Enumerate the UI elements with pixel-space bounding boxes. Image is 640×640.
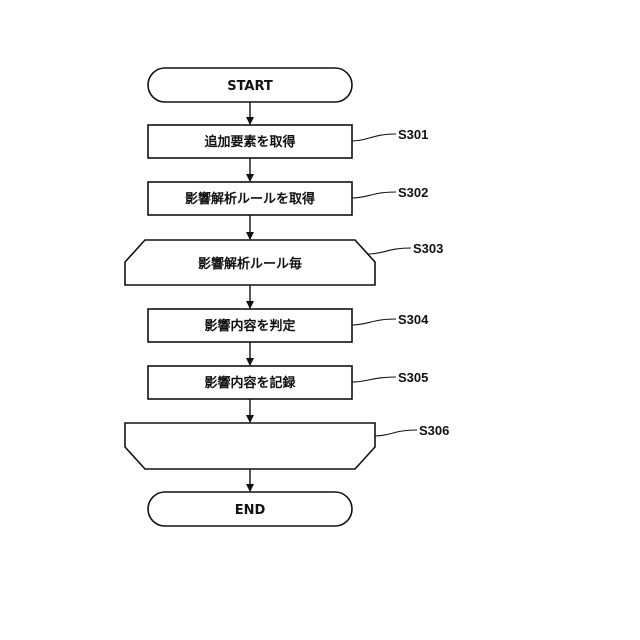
- loop-end-s306: [125, 423, 375, 469]
- step-id-s301: S301: [398, 127, 428, 142]
- step-s302-label: 影響解析ルールを取得: [185, 191, 315, 207]
- step-id-s303: S303: [413, 241, 443, 256]
- leader-s301: [352, 134, 396, 141]
- end-terminal: END: [148, 492, 352, 526]
- loop-start-s303: 影響解析ルール毎: [125, 240, 375, 285]
- step-id-s304: S304: [398, 312, 429, 327]
- step-s303-label: 影響解析ルール毎: [198, 256, 302, 272]
- step-s305-label: 影響内容を記録: [204, 375, 296, 391]
- step-s301-box: 追加要素を取得: [148, 125, 352, 158]
- leader-s304: [352, 319, 396, 325]
- leader-s303: [368, 248, 411, 254]
- leader-s305: [352, 377, 396, 382]
- leader-s306: [375, 430, 417, 436]
- start-label: START: [227, 79, 273, 94]
- step-id-s306: S306: [419, 423, 449, 438]
- leader-s302: [352, 192, 396, 198]
- step-id-s302: S302: [398, 185, 428, 200]
- step-s304-label: 影響内容を判定: [204, 318, 295, 334]
- step-id-s305: S305: [398, 370, 428, 385]
- end-label: END: [235, 503, 266, 518]
- start-terminal: START: [148, 68, 352, 102]
- step-s301-label: 追加要素を取得: [204, 134, 295, 150]
- step-s304-box: 影響内容を判定: [148, 309, 352, 342]
- step-s305-box: 影響内容を記録: [148, 366, 352, 399]
- step-s302-box: 影響解析ルールを取得: [148, 182, 352, 215]
